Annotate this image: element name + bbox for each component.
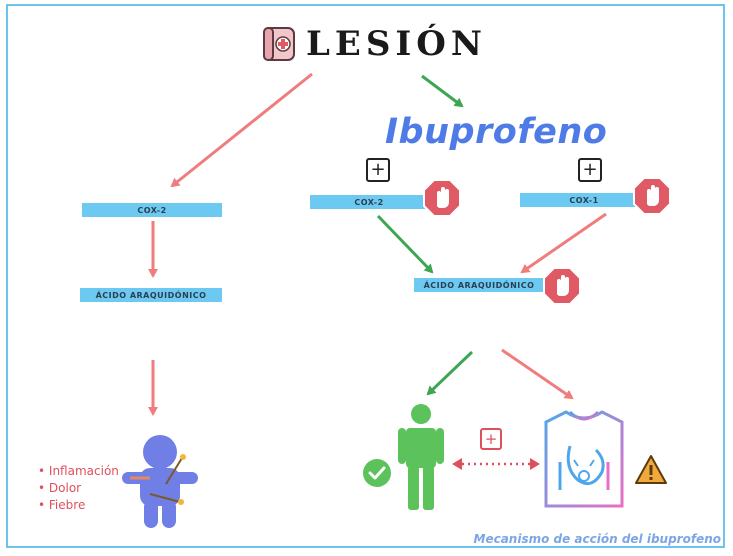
- arrow-lesion-to-drug: [421, 74, 464, 108]
- voodoo-doll-icon: [122, 435, 198, 528]
- arrow-cox2-to-acid-right: [376, 214, 434, 274]
- cox2-bar-right: COX-2: [310, 195, 428, 209]
- plus-symbol: +: [582, 159, 598, 180]
- title-block: LESIÓN: [262, 22, 487, 66]
- cox2-label-left: COX-2: [137, 205, 167, 215]
- plus-symbol: +: [370, 159, 386, 180]
- cox2-bar-left: COX-2: [82, 203, 222, 217]
- plus-box-icon: +: [480, 428, 502, 450]
- symptom-item: Dolor: [38, 480, 119, 497]
- arrow-acid-to-stomach: [501, 348, 574, 400]
- cox2-label-right: COX-2: [354, 197, 384, 207]
- bandage-icon: [263, 27, 295, 61]
- acid-label-right: ÁCIDO ARAQUIDÓNICO: [423, 280, 535, 290]
- acid-bar-left: ÁCIDO ARAQUIDÓNICO: [80, 288, 222, 302]
- checkmark-icon: [363, 459, 391, 487]
- arrow-cox1-to-acid: [520, 212, 607, 274]
- acid-label-left: ÁCIDO ARAQUIDÓNICO: [95, 290, 207, 300]
- arrow-acid-to-healthy: [426, 350, 474, 396]
- drug-name: Ibuprofeno: [385, 112, 608, 152]
- caption: Mecanismo de acción del ibuprofeno: [473, 532, 722, 546]
- plus-symbol: +: [484, 429, 498, 448]
- symptom-item: Fiebre: [38, 497, 119, 514]
- symptom-list: Inflamación Dolor Fiebre: [38, 463, 119, 514]
- arrow-lesion-to-cox2: [170, 72, 313, 188]
- stop-hand-icon: [543, 267, 581, 305]
- stop-hand-icon: [423, 179, 461, 217]
- person-icon: [398, 404, 444, 510]
- stomach-body-icon: [544, 410, 624, 508]
- dotted-link-right-head: [530, 458, 540, 470]
- page-title: LESIÓN: [306, 24, 487, 64]
- plus-box-icon: +: [366, 158, 390, 182]
- cox1-bar: COX-1: [520, 193, 648, 207]
- dotted-link-left-head: [452, 458, 462, 470]
- stop-hand-icon: [633, 177, 671, 215]
- acid-bar-right: ÁCIDO ARAQUIDÓNICO: [414, 278, 544, 292]
- symptom-item: Inflamación: [38, 463, 119, 480]
- plus-box-icon: +: [578, 158, 602, 182]
- warning-icon: [635, 455, 667, 484]
- cox1-label: COX-1: [569, 195, 599, 205]
